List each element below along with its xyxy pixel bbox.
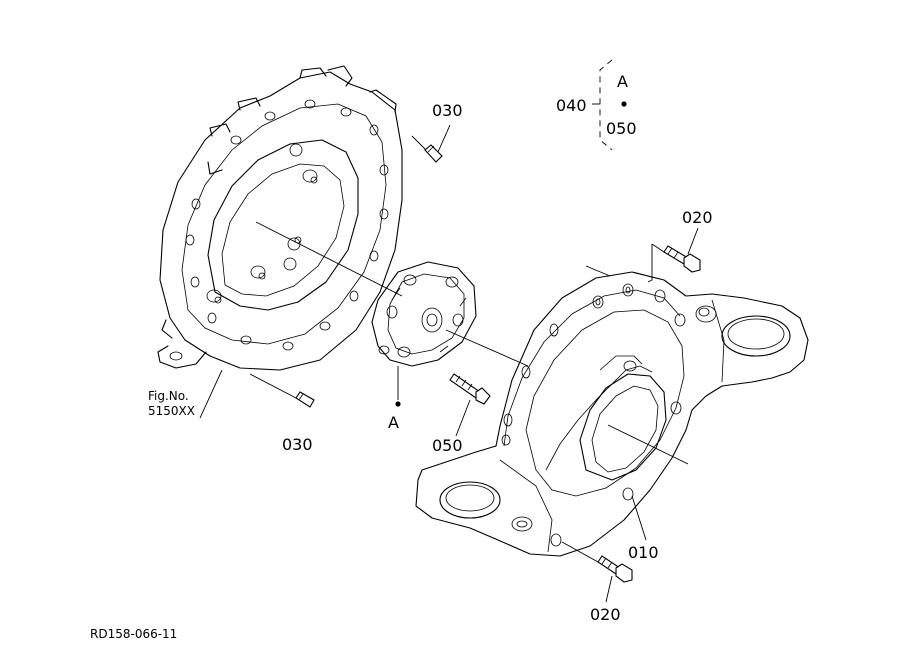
center-axis-left: [255, 221, 403, 297]
coupling-bolt: [449, 373, 491, 437]
label-bolt-020-top: 020: [682, 208, 713, 227]
coupling-ref-dot: [395, 401, 401, 407]
flywheel-housing: [157, 65, 403, 371]
label-coupling-bolt-050: 050: [432, 436, 463, 455]
gear-case-housing: [415, 271, 809, 557]
flexible-coupling: [371, 261, 477, 367]
fig-ref-leader: [199, 369, 223, 419]
label-pin-030-top: 030: [432, 101, 463, 120]
dowel-pin-top: [411, 124, 451, 163]
housing-leader: [631, 495, 647, 541]
label-fig-no: Fig.No.: [148, 389, 189, 403]
label-fig-number: 5150XX: [148, 404, 195, 418]
group-bracket: [592, 59, 627, 151]
label-pin-030-bottom: 030: [282, 435, 313, 454]
drawing-id: RD158-066-11: [90, 627, 177, 641]
dowel-pin-bottom: [249, 373, 315, 408]
center-axis-top-right: [585, 265, 611, 277]
label-coupling-a: A: [388, 413, 399, 432]
label-group-a: A: [617, 72, 628, 91]
label-group-040: 040: [556, 96, 587, 115]
label-group-050: 050: [606, 119, 637, 138]
center-axis-middle: [445, 329, 529, 367]
bolt-bottom-right: [561, 541, 633, 603]
label-bolt-020-bottom: 020: [590, 605, 621, 624]
bolt-top-right: [647, 227, 701, 283]
label-housing-010: 010: [628, 543, 659, 562]
